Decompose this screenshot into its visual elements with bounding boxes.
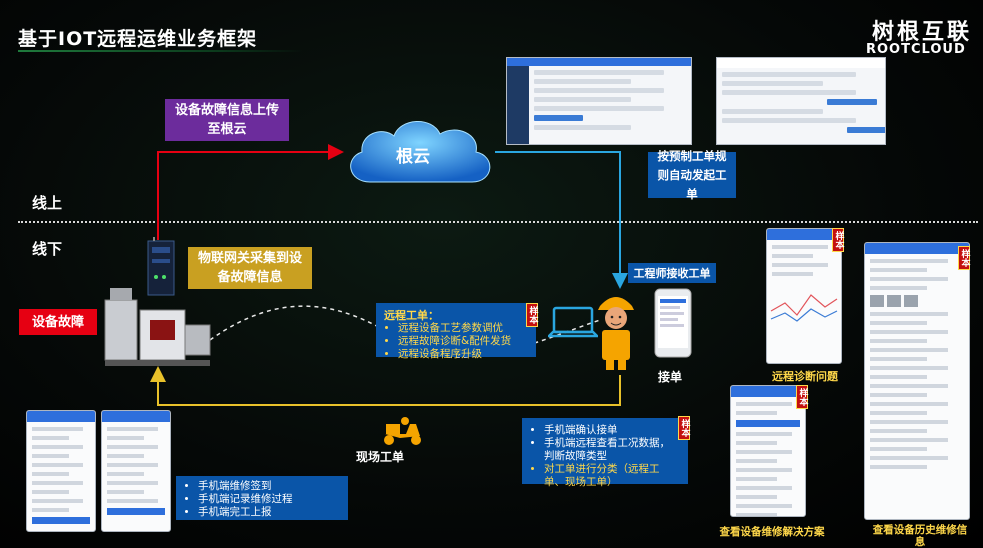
remote-order-box: 远程工单： 远程设备工艺参数调优 远程故障诊断&配件发货 远程设备程序升级 <box>376 303 536 360</box>
remote-diagnosis-screenshot <box>766 228 842 364</box>
online-offline-divider <box>18 221 978 223</box>
trend-chart-thumbnail <box>770 294 838 322</box>
remote-order-item: 远程设备工艺参数调优 <box>398 322 528 335</box>
logo-chinese: 树根互联 <box>872 20 973 45</box>
sample-stamp: 样本 <box>678 416 690 440</box>
device-history-caption: 查看设备历史维修信息 <box>872 524 968 548</box>
zone-online-label: 线上 <box>32 194 63 212</box>
web-rule-screenshot <box>716 57 886 145</box>
device-fault-box: 设备故障 <box>19 309 97 335</box>
gateway-device-icon <box>147 237 175 296</box>
title-underline <box>18 50 303 52</box>
field-step-item: 手机端完工上报 <box>198 506 340 519</box>
repair-solution-caption: 查看设备维修解决方案 <box>719 526 825 538</box>
auto-order-box: 按预制工单规则自动发起工单 <box>648 149 736 201</box>
cloud-to-engineer-arrow <box>495 151 628 289</box>
mobile-record-screenshot <box>101 410 171 532</box>
field-steps-box: 手机端维修签到 手机端记录维修过程 手机端完工上报 <box>176 476 348 520</box>
field-step-item: 手机端记录维修过程 <box>198 493 340 506</box>
upload-box: 设备故障信息上传至根云 <box>165 99 289 141</box>
accept-caption: 接单 <box>658 370 683 384</box>
laptop-icon <box>548 306 598 338</box>
cloud-icon <box>350 121 491 183</box>
web-order-screenshot <box>506 57 692 145</box>
mobile-confirm-highlight: 对工单进行分类（远程工单、现场工单） <box>544 463 680 489</box>
scooter-icon <box>384 417 421 445</box>
remote-order-header: 远程工单： <box>384 309 439 322</box>
sample-stamp: 样本 <box>796 385 808 409</box>
sample-stamp: 样本 <box>958 246 970 270</box>
cloud-label: 根云 <box>396 147 430 167</box>
zone-offline-label: 线下 <box>32 240 63 258</box>
mobile-confirm-item: 手机端确认接单 <box>544 424 680 437</box>
remote-order-item: 远程设备程序升级 <box>398 348 528 361</box>
page-title: 基于IOT远程运维业务框架 <box>18 28 258 50</box>
field-order-caption: 现场工单 <box>356 450 405 464</box>
machine-icon <box>104 288 211 366</box>
device-history-screenshot <box>864 242 970 520</box>
mobile-signin-screenshot <box>26 410 96 532</box>
engineer-icon <box>598 297 634 370</box>
sample-stamp: 样本 <box>832 228 844 252</box>
mobile-confirm-box: 手机端确认接单 手机端远程查看工况数据，判断故障类型 对工单进行分类（远程工单、… <box>522 418 688 488</box>
logo-english: ROOTCLOUD <box>866 42 966 57</box>
sample-stamp: 样本 <box>526 303 538 327</box>
remote-diagnosis-caption: 远程诊断问题 <box>772 370 838 383</box>
remote-order-item: 远程故障诊断&配件发货 <box>398 335 528 348</box>
mobile-confirm-item: 手机端远程查看工况数据，判断故障类型 <box>544 437 680 463</box>
upload-arrow <box>157 144 344 240</box>
repair-solution-screenshot <box>730 385 806 517</box>
gateway-collect-box: 物联网关采集到设备故障信息 <box>188 247 312 289</box>
field-step-item: 手机端维修签到 <box>198 480 340 493</box>
field-order-arrow <box>150 366 621 406</box>
smartphone-icon <box>654 288 692 358</box>
engineer-receive-box: 工程师接收工单 <box>628 263 716 283</box>
